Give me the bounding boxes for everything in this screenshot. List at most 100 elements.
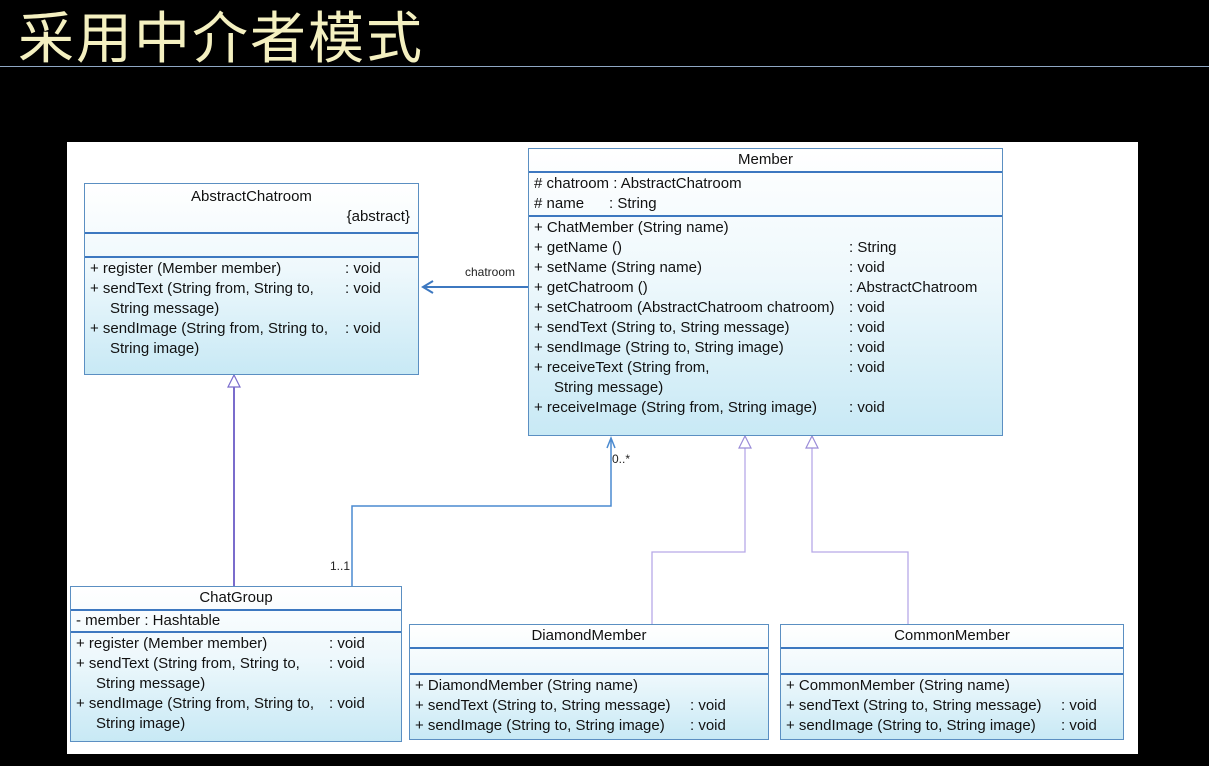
method-row: + setChatroom (AbstractChatroom chatroom… — [529, 298, 1002, 318]
class-name: AbstractChatroom — [191, 188, 312, 205]
method-return-type: : AbstractChatroom — [849, 279, 978, 296]
generalization-line-diamond — [651, 448, 746, 624]
method-row: String image) — [85, 339, 418, 359]
association-arrowhead-members — [606, 435, 616, 449]
method-signature: + sendImage (String from, String to, — [76, 695, 315, 712]
method-signature: + DiamondMember (String name) — [415, 677, 639, 694]
method-row: + CommonMember (String name) — [781, 676, 1123, 696]
method-return-type: : void — [329, 695, 365, 712]
association-line-members — [351, 440, 612, 586]
method-row: String message) — [85, 299, 418, 319]
method-row: + sendImage (String to, String image) : … — [781, 716, 1123, 736]
method-signature: + sendImage (String to, String image) — [534, 339, 784, 356]
method-row: + receiveImage (String from, String imag… — [529, 398, 1002, 418]
method-signature: + receiveImage (String from, String imag… — [534, 399, 818, 416]
method-signature: + sendImage (String to, String image) — [786, 717, 1036, 734]
class-diamond-member: DiamondMember + DiamondMember (String na… — [409, 624, 769, 740]
attributes-compartment — [410, 649, 768, 673]
method-return-type: : void — [849, 399, 885, 416]
method-signature: + sendText (String from, String to, — [90, 280, 314, 297]
method-return-type: : void — [329, 655, 365, 672]
method-signature: String image) — [96, 715, 186, 732]
method-signature: + sendImage (String from, String to, — [90, 320, 329, 337]
method-signature: + sendText (String from, String to, — [76, 655, 300, 672]
method-row: String image) — [71, 714, 401, 734]
method-row: + sendText (String to, String message) :… — [410, 696, 768, 716]
method-signature: String message) — [554, 379, 664, 396]
class-member: Member # chatroom : AbstractChatroom # n… — [528, 148, 1003, 436]
method-signature: + sendText (String to, String message) — [786, 697, 1042, 714]
method-return-type: : void — [690, 697, 726, 714]
generalization-arrowhead-diamond — [738, 434, 752, 449]
method-row: + sendText (String from, String to, : vo… — [85, 279, 418, 299]
method-row: + sendImage (String to, String image) : … — [410, 716, 768, 736]
generalization-line-common — [811, 448, 909, 624]
method-signature: + setName (String name) — [534, 259, 702, 276]
method-signature: + receiveText (String from, — [534, 359, 710, 376]
method-row: + DiamondMember (String name) — [410, 676, 768, 696]
method-row: + sendText (String to, String message) :… — [529, 318, 1002, 338]
attribute-text: - member : Hashtable — [76, 612, 221, 629]
method-signature: + sendImage (String to, String image) — [415, 717, 665, 734]
class-name: Member — [737, 151, 793, 168]
association-role-label: chatroom — [465, 265, 516, 279]
class-common-member: CommonMember + CommonMember (String name… — [780, 624, 1124, 740]
method-row: + register (Member member) : void — [85, 259, 418, 279]
class-name: DiamondMember — [531, 627, 647, 644]
attribute-row: # chatroom : AbstractChatroom — [529, 174, 1002, 194]
method-signature: + sendText (String to, String message) — [534, 319, 790, 336]
method-return-type: : void — [1061, 717, 1097, 734]
attributes-compartment — [781, 649, 1123, 673]
method-row: + setName (String name) : void — [529, 258, 1002, 278]
method-row: + getChatroom () : AbstractChatroom — [529, 278, 1002, 298]
operations-compartment: + register (Member member) : void + send… — [85, 258, 418, 359]
method-row: + sendText (String to, String message) :… — [781, 696, 1123, 716]
title-divider — [0, 66, 1209, 67]
method-return-type: : void — [345, 260, 381, 277]
method-return-type: : void — [849, 319, 885, 336]
method-return-type: : String — [849, 239, 897, 256]
method-row: String message) — [71, 674, 401, 694]
abstract-stereotype: {abstract} — [346, 208, 410, 225]
method-row: + register (Member member) : void — [71, 634, 401, 654]
method-return-type: : void — [345, 280, 381, 297]
method-signature: + sendText (String to, String message) — [415, 697, 671, 714]
multiplicity-label-group: 1..1 — [330, 559, 351, 573]
attributes-compartment: - member : Hashtable — [71, 611, 401, 631]
method-return-type: : void — [1061, 697, 1097, 714]
method-signature: + register (Member member) — [90, 260, 282, 277]
method-return-type: : void — [345, 320, 381, 337]
method-signature: String image) — [110, 340, 200, 357]
method-return-type: : void — [849, 339, 885, 356]
method-row: + sendText (String from, String to, : vo… — [71, 654, 401, 674]
generalization-arrowhead-common — [805, 434, 819, 449]
attribute-row: - member : Hashtable — [71, 611, 401, 631]
method-signature: + getName () — [534, 239, 622, 256]
method-signature: + setChatroom (AbstractChatroom chatroom… — [534, 299, 835, 316]
method-row: String message) — [529, 378, 1002, 398]
method-signature: + getChatroom () — [534, 279, 648, 296]
method-row: + ChatMember (String name) — [529, 218, 1002, 238]
operations-compartment: + register (Member member) : void + send… — [71, 633, 401, 734]
attributes-compartment: # chatroom : AbstractChatroom # name : S… — [529, 173, 1002, 215]
method-row: + sendImage (String to, String image) : … — [529, 338, 1002, 358]
method-signature: + CommonMember (String name) — [786, 677, 1010, 694]
method-signature: + register (Member member) — [76, 635, 268, 652]
attributes-compartment — [85, 234, 418, 256]
attribute-row: # name : String — [529, 194, 1002, 214]
multiplicity-label-members: 0..* — [612, 452, 631, 466]
class-name: CommonMember — [894, 627, 1010, 644]
method-return-type: : void — [849, 359, 885, 376]
method-row: + sendImage (String from, String to, : v… — [85, 319, 418, 339]
method-return-type: : void — [849, 259, 885, 276]
class-abstract-chatroom: AbstractChatroom {abstract} + register (… — [84, 183, 419, 375]
method-row: + receiveText (String from, : void — [529, 358, 1002, 378]
slide-title: 采用中介者模式 — [18, 7, 424, 72]
association-arrowhead — [421, 280, 434, 294]
class-chat-group: ChatGroup - member : Hashtable + registe… — [70, 586, 402, 742]
method-signature: String message) — [96, 675, 206, 692]
class-name: ChatGroup — [199, 589, 273, 606]
method-row: + sendImage (String from, String to, : v… — [71, 694, 401, 714]
uml-class-diagram: chatroom 0..* 1..1 AbstractChatroom {abs… — [67, 142, 1138, 754]
generalization-arrowhead-chatgroup — [227, 373, 241, 388]
